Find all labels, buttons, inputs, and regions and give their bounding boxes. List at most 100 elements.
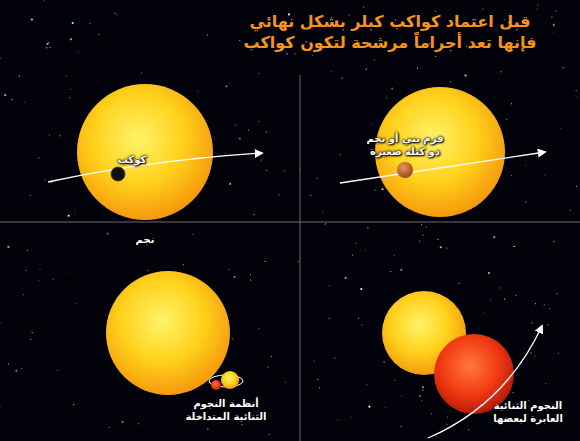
background-star [312,55,313,56]
background-star [400,269,402,271]
background-star [207,429,208,430]
background-star [329,285,330,286]
background-star [259,328,260,329]
background-star [70,38,72,40]
planet [111,167,125,181]
figure-label: كوكب [112,154,152,167]
background-star [356,243,357,244]
background-star [235,125,236,126]
background-star [141,72,142,73]
background-star [385,407,386,408]
background-star [30,195,31,196]
background-star [365,250,366,251]
background-star [512,392,513,393]
background-star [48,42,49,43]
background-star [72,22,74,24]
binary-star [211,380,221,390]
background-star [266,131,267,132]
background-star [337,419,338,420]
background-star [278,194,279,195]
background-star [537,9,538,10]
star [77,84,213,220]
background-star [331,71,332,72]
background-star [417,68,418,69]
background-star [437,239,438,240]
background-star [553,24,555,26]
background-star [340,154,341,155]
background-star [45,47,47,49]
background-star [46,43,48,45]
background-star [32,332,33,333]
background-star [7,246,9,248]
background-star [0,406,1,407]
background-star [482,9,483,10]
background-star [70,89,71,90]
background-star [544,304,545,305]
background-star [342,78,343,79]
background-star [563,67,564,68]
background-star [98,34,99,35]
orbit-arrow [340,152,545,183]
background-star [254,214,255,215]
background-star [26,270,27,271]
background-star [49,134,50,135]
background-star [459,283,460,284]
background-star [419,395,421,397]
figure-label: النجوم الثنائية العابرة لبعضها [483,400,573,425]
background-star [516,295,517,296]
background-star [394,255,395,256]
background-star [89,23,90,24]
background-star [450,81,451,82]
background-star [419,241,420,242]
background-star [271,356,272,357]
background-star [394,380,395,381]
star [106,271,230,395]
background-star [31,18,33,20]
background-star [39,269,40,270]
background-star [214,139,215,140]
background-star [69,97,70,98]
background-star [504,299,505,300]
figure-label: أنظمة النجوم الثنائية المتداخلة [176,398,276,423]
background-star [490,299,491,300]
background-star [23,294,24,295]
background-star [4,94,6,96]
background-star [229,183,231,185]
panel-divider [0,222,580,223]
background-star [21,368,22,369]
background-star [535,303,536,304]
background-star [286,53,288,55]
background-star [391,88,393,90]
background-star [234,276,236,278]
background-star [548,324,549,325]
background-star [386,97,387,98]
background-star [560,128,561,129]
background-star [207,34,208,35]
background-star [73,404,74,405]
background-star [265,261,266,262]
background-star [229,82,230,83]
background-star [358,318,359,319]
background-star [422,234,423,235]
background-star [576,90,577,91]
background-star [329,318,330,319]
background-star [534,356,535,357]
background-star [8,363,9,364]
background-star [556,11,557,12]
background-star [225,153,226,154]
background-star [38,158,39,159]
background-star [322,211,323,212]
background-star [553,241,554,242]
diagram-title: قبل اعتماد كواكب كبلر بشكل نهائي فإنها ت… [240,12,540,54]
background-star [501,71,502,72]
background-star [232,338,233,339]
background-star [239,40,240,41]
background-star [239,138,241,140]
background-star [372,123,373,124]
background-star [360,288,362,290]
background-star [66,75,67,76]
background-star [422,386,424,388]
background-star [435,56,436,57]
background-star [570,210,571,211]
